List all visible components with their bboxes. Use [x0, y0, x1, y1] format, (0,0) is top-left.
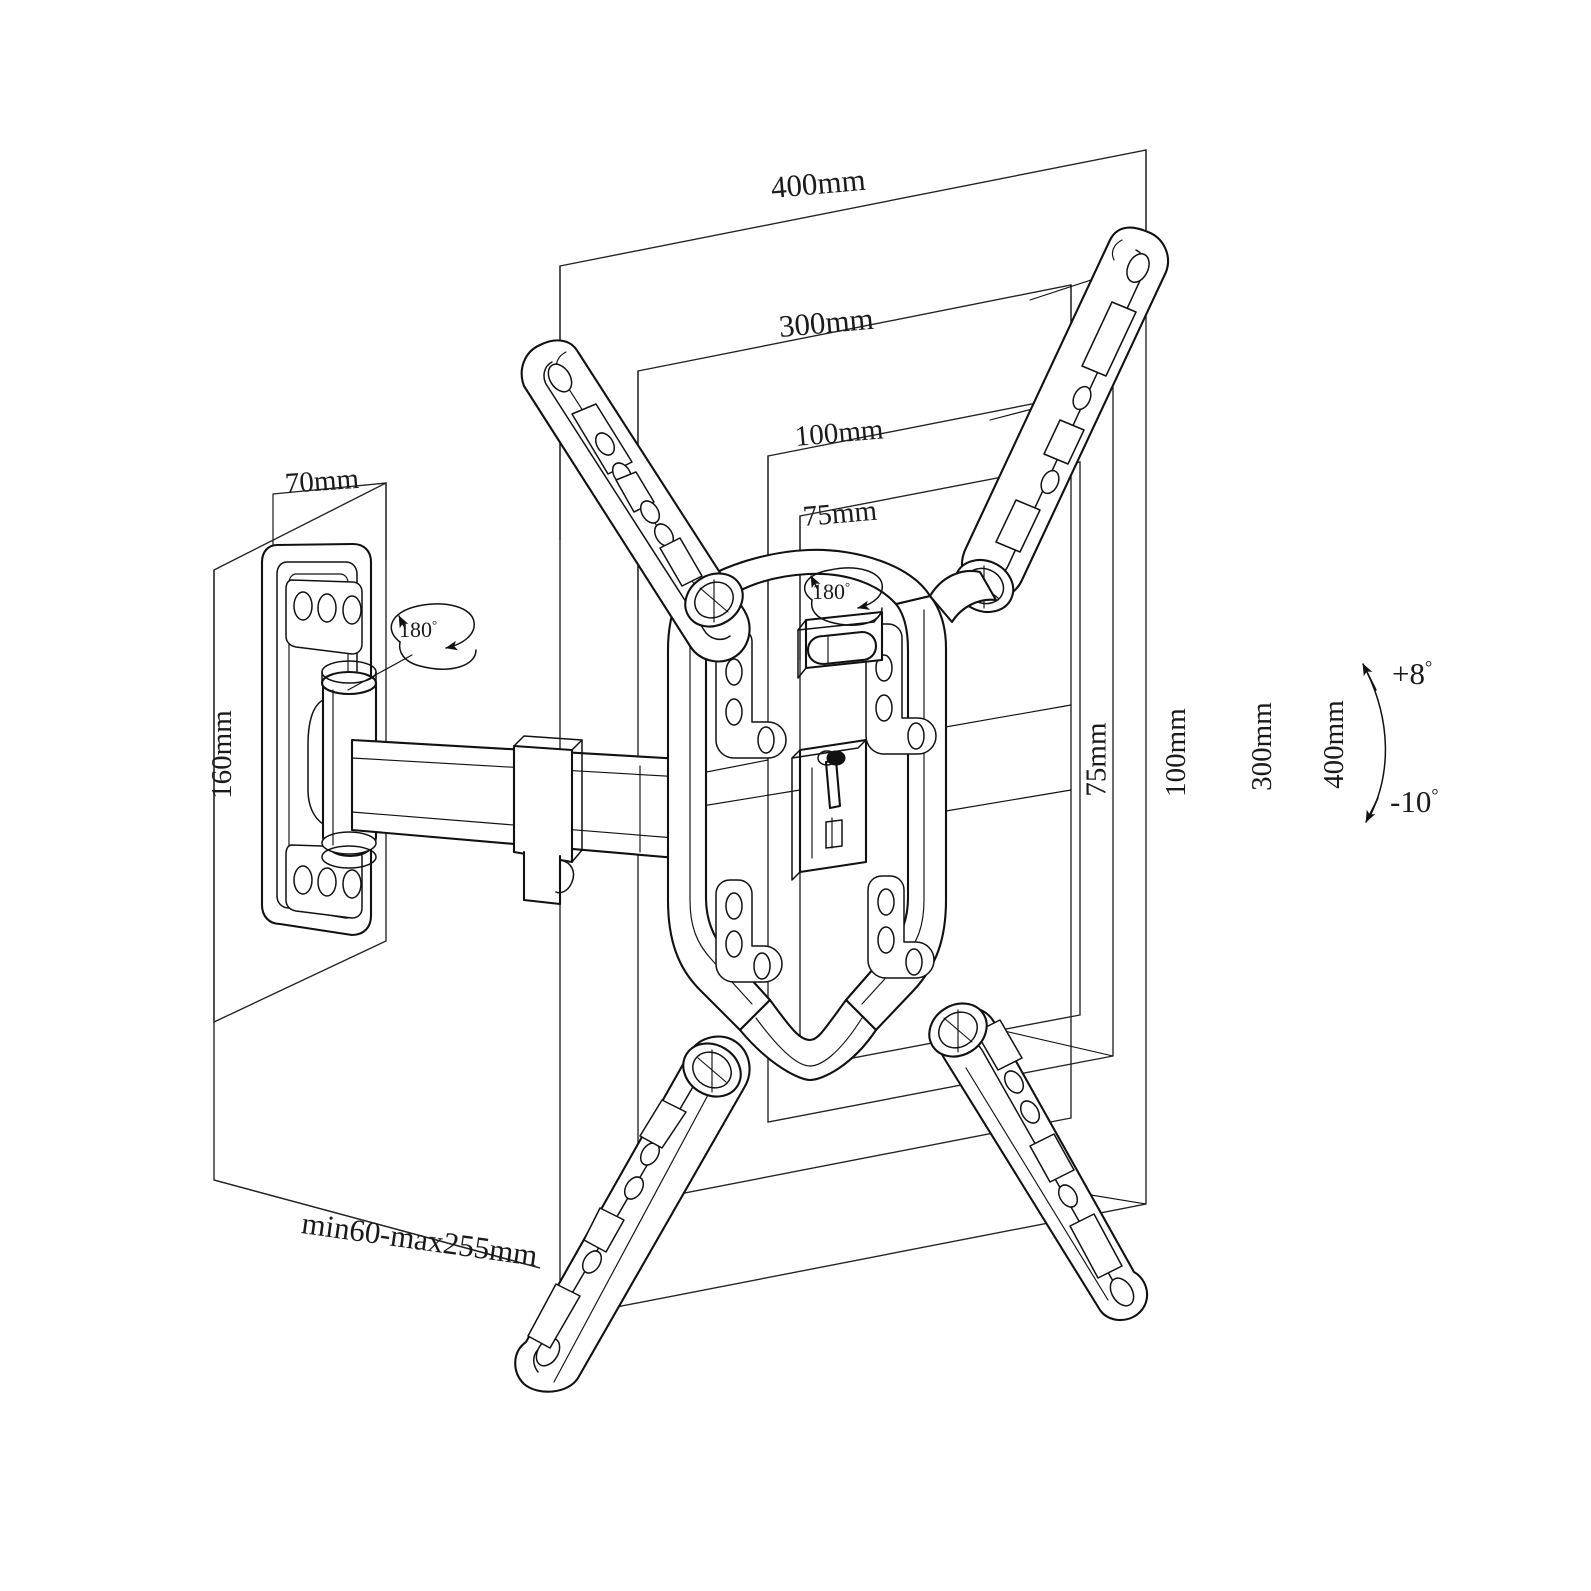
- dim-label-vesa-side-100: 100mm: [1159, 708, 1192, 797]
- tilt-lock-housing: [791, 738, 868, 881]
- tilt-down-value: -10: [1390, 784, 1432, 820]
- tilt-up-label: +8°: [1392, 658, 1432, 689]
- extension-arm: [350, 735, 702, 906]
- arm-pivot-bottom-right: [928, 1002, 988, 1058]
- swivel-badge-wallplate-text: 180°: [399, 619, 437, 641]
- dim-label-vesa-side-400: 400mm: [1317, 700, 1350, 789]
- swivel-release-lever: [797, 610, 884, 679]
- vesa-arm-top-right: [928, 226, 1170, 624]
- dim-label-vesa-top-400: 400mm: [769, 161, 867, 205]
- tilt-up-value: +8: [1392, 656, 1425, 692]
- swivel-badge-wallplate-leader: [347, 654, 413, 691]
- swivel-badge-wallplate-arrow: [390, 603, 477, 670]
- swivel-badge-bracket-text: 180°: [812, 581, 850, 603]
- tilt-down-label: -10°: [1390, 786, 1439, 817]
- dim-label-vesa-side-300: 300mm: [1245, 702, 1278, 791]
- degree-symbol-icon: °: [845, 580, 851, 595]
- degree-symbol-icon: °: [432, 618, 438, 633]
- dim-extension-line: [213, 1179, 541, 1269]
- arm-pivot-bottom-left: [682, 1042, 742, 1098]
- degree-symbol-icon: °: [1431, 785, 1439, 805]
- dim-label-vesa-top-75: 75mm: [801, 494, 879, 533]
- wall-plate-assembly: [260, 542, 378, 937]
- swivel-badge-wallplate-value: 180: [399, 617, 432, 642]
- vesa-arm-top-left: [520, 339, 751, 663]
- dim-label-vesa-top-300: 300mm: [777, 300, 875, 344]
- arm-pivot-top-left: [684, 572, 744, 628]
- dim-label-vesa-side-75: 75mm: [1080, 722, 1113, 797]
- swivel-badge-bracket-value: 180: [812, 579, 845, 604]
- degree-symbol-icon: °: [1424, 657, 1433, 677]
- vesa-arm-bottom-left: [514, 1035, 751, 1393]
- dim-label-wallplate-height-160: 160mm: [205, 710, 238, 799]
- dim-70mm-line: [272, 482, 387, 495]
- vesa-arm-bottom-right: [928, 1002, 1149, 1322]
- dim-label-wallplate-width-70: 70mm: [283, 462, 361, 500]
- vesa-bracket-plate: [666, 548, 948, 1082]
- swivel-badge-bracket-arrow: [803, 567, 883, 626]
- tilt-angle-arrow: [1362, 663, 1387, 823]
